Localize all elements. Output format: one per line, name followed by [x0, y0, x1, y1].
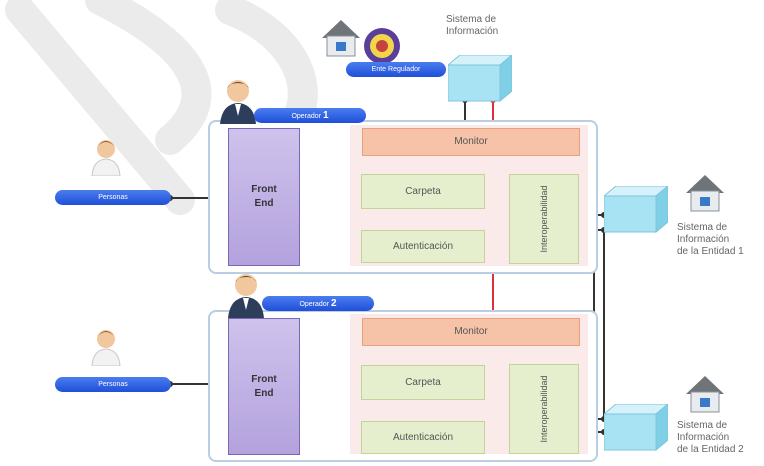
ente-regulador-label: Ente Regulador [346, 62, 446, 77]
person-icon [91, 330, 121, 366]
seal-icon [364, 28, 400, 64]
operator-avatar-icon [220, 80, 256, 124]
operador-2-label: Operador 2 [262, 296, 374, 311]
carpeta-box-1: Carpeta [361, 174, 485, 209]
autenticacion-box-2: Autenticación [361, 421, 485, 454]
operador-2-prefix: Operador [299, 301, 331, 308]
monitor-box-1: Monitor [362, 128, 580, 156]
entidad-2-label: Sistema de Información de la Entidad 2 [677, 420, 744, 455]
house-icon [322, 20, 360, 57]
monitor-box-2: Monitor [362, 318, 580, 346]
sistema-info-top-label: Sistema de Información [446, 14, 499, 37]
interoperabilidad-box-1: Interoperabilidad [509, 174, 579, 264]
house-icon [686, 376, 724, 413]
front-end-box-2: Front End [228, 318, 300, 455]
personas-label-1: Personas [55, 190, 171, 205]
interoperabilidad-label-2: Interoperabilidad [539, 375, 549, 443]
house-icon [686, 175, 724, 212]
operator-avatar-icon [228, 274, 264, 318]
operador-1-number: 1 [322, 110, 329, 121]
cube-icon [604, 186, 668, 234]
person-icon [91, 140, 121, 176]
operador-1-label: Operador 1 [254, 108, 366, 123]
carpeta-box-2: Carpeta [361, 365, 485, 400]
cube-icon [448, 55, 512, 103]
front-end-box-1: Front End [228, 128, 300, 266]
interoperabilidad-box-2: Interoperabilidad [509, 364, 579, 454]
personas-label-2: Personas [55, 377, 171, 392]
interoperabilidad-label-1: Interoperabilidad [539, 185, 549, 253]
autenticacion-box-1: Autenticación [361, 230, 485, 263]
operador-2-number: 2 [330, 298, 337, 309]
operador-1-prefix: Operador [291, 113, 323, 120]
cube-icon [604, 404, 668, 452]
entidad-1-label: Sistema de Información de la Entidad 1 [677, 222, 744, 257]
